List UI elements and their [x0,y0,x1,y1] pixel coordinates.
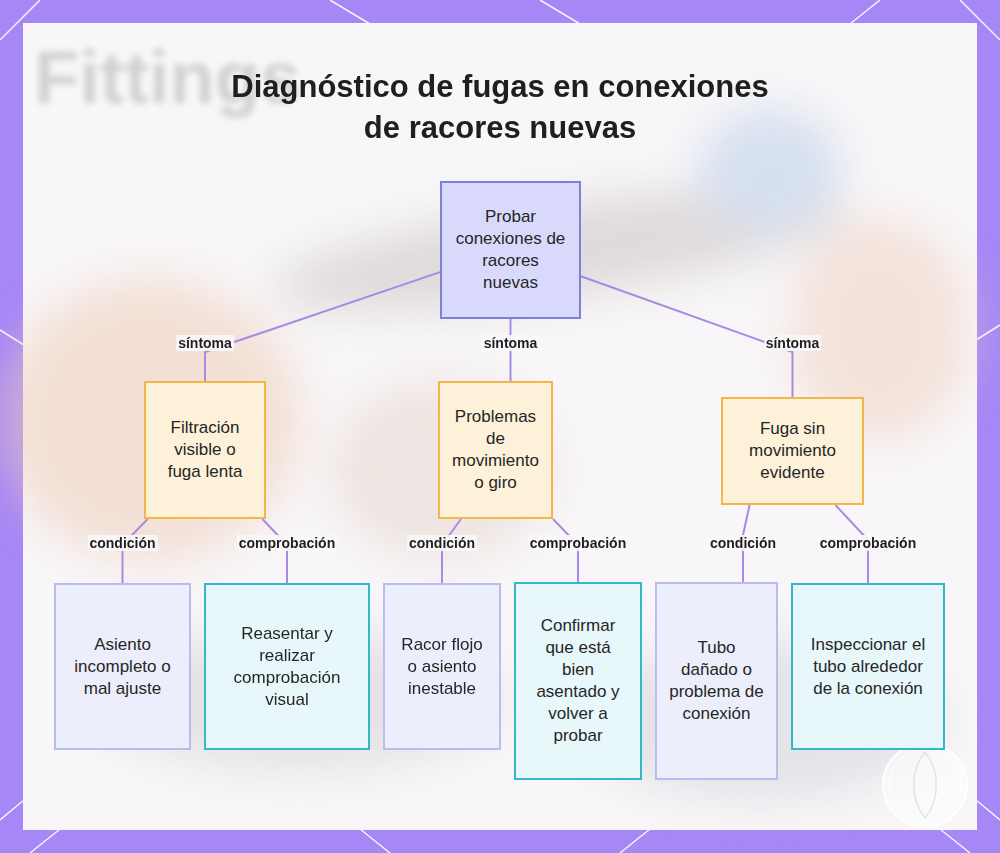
edge-label: síntoma [764,335,822,351]
node-text: Filtración visible o fuga lenta [158,417,252,483]
check-box: Inspeccionar el tubo alrededor de la con… [791,583,945,750]
start-box: Probar conexiones de racores nuevas [440,181,581,319]
node-text: Confirmar que está bien asentado y volve… [528,615,628,747]
connector-line [581,276,793,397]
check-box: Reasentar y realizar comprobación visual [204,583,370,750]
node-text: Fuga sin movimiento evidente [735,418,850,484]
symptom-box: Fuga sin movimiento evidente [721,397,864,505]
connector-line [205,272,440,381]
edge-label: comprobación [818,535,918,551]
node-text: Problemas de movimiento o giro [452,406,539,494]
symptom-box: Filtración visible o fuga lenta [144,381,266,519]
blurred-photo [0,110,970,800]
node-text: Probar conexiones de racores nuevas [454,206,567,294]
node-text: Reasentar y realizar comprobación visual [218,623,356,711]
connector-line [262,519,287,583]
edge-label: condición [87,535,157,551]
node-text: Tubo dañado o problema de conexión [669,637,764,725]
edge-label: síntoma [482,335,540,351]
connector-line [123,519,148,583]
check-box: Confirmar que está bien asentado y volve… [514,582,642,780]
symptom-box: Problemas de movimiento o giro [438,381,553,519]
panel [23,23,977,830]
condition-box: Asiento incompleto o mal ajuste [54,583,191,750]
edge-label: comprobación [237,535,337,551]
connector-line [442,519,461,583]
node-text: Racor flojo o asiento inestable [397,634,487,700]
logo-mark [883,743,967,827]
condition-box: Tubo dañado o problema de conexión [655,582,778,780]
diagram-title: Diagnóstico de fugas en conexiones de ra… [210,66,790,148]
edge-label: condición [708,535,778,551]
edge-label: comprobación [528,535,628,551]
edge-label: síntoma [176,335,234,351]
node-text: Inspeccionar el tubo alrededor de la con… [805,634,931,700]
node-text: Asiento incompleto o mal ajuste [68,634,177,700]
condition-box: Racor flojo o asiento inestable [383,583,501,750]
edge-label: condición [407,535,477,551]
